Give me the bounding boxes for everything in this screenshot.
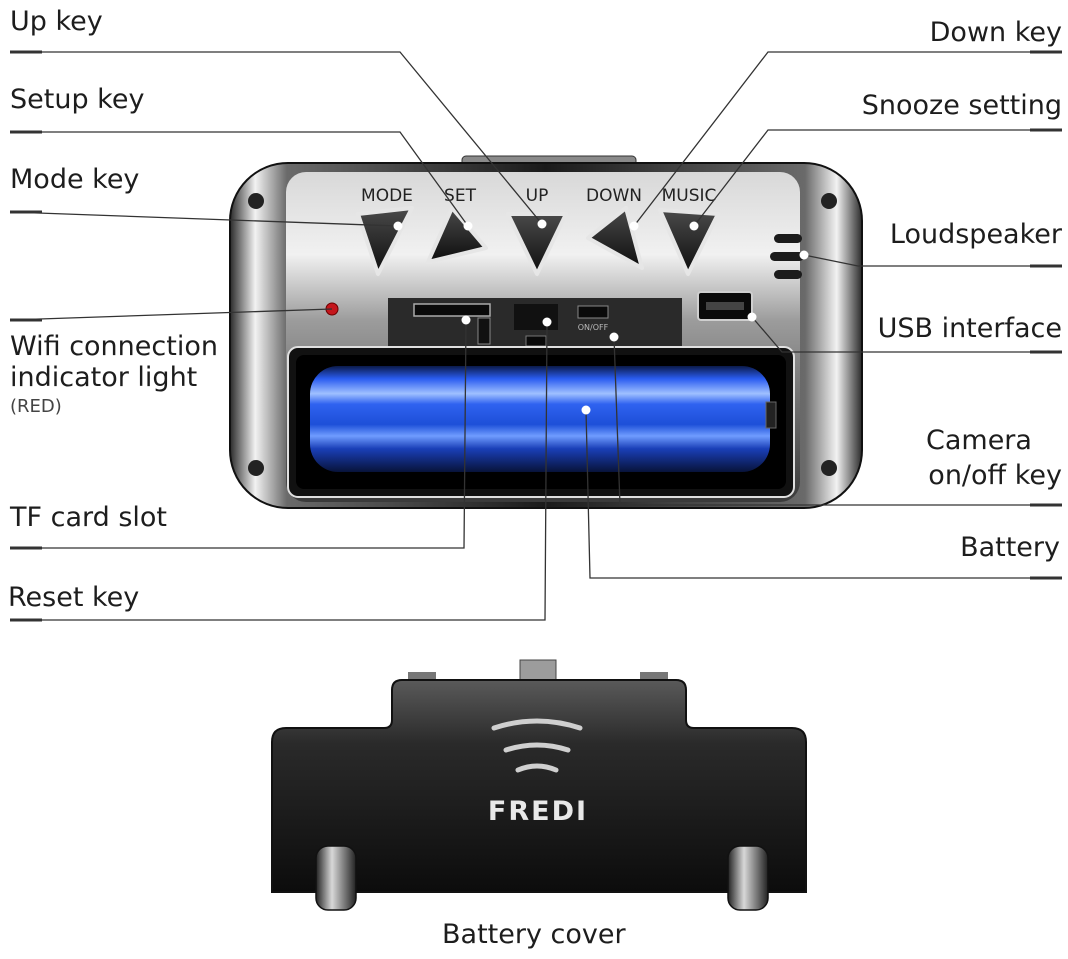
label-camera-key-line2: on/off key [928, 460, 1062, 491]
label-wifi-light-note: (RED) [10, 396, 62, 417]
callout-dots [393, 219, 809, 415]
label-usb-interface: USB interface [877, 313, 1062, 344]
callout-lines [9, 51, 1062, 621]
leader-reset-key [10, 321, 548, 621]
leader-down-key [633, 51, 1062, 227]
brand-logo: FREDI [488, 796, 588, 827]
label-battery: Battery [960, 532, 1060, 563]
label-up-key: Up key [10, 6, 103, 37]
up-key-button[interactable] [506, 212, 568, 276]
key-label: MODE [361, 186, 413, 206]
leader-setup-key [10, 131, 469, 227]
leader-battery [585, 409, 1062, 579]
music-key-button[interactable] [658, 208, 720, 276]
label-tf-card-slot: TF card slot [10, 502, 168, 533]
switch-label: ON/OFF [578, 323, 609, 332]
speaker-grille-icon [770, 234, 804, 279]
leader-usb [751, 316, 1062, 353]
down-key-button[interactable] [586, 206, 644, 270]
label-down-key: Down key [929, 17, 1062, 48]
leader-camera-key [613, 336, 1062, 506]
callout-ticks [10, 50, 1062, 622]
wave-icon [491, 718, 583, 731]
wave-icon [515, 763, 559, 773]
label-wifi-light-line2: indicator light [10, 362, 198, 393]
label-mode-key: Mode key [10, 164, 140, 195]
leader-snooze [693, 129, 1062, 227]
battery-cell-icon [310, 366, 770, 472]
leader-wifi-light [9, 308, 333, 321]
battery-cover: FREDI [271, 659, 807, 911]
leader-mode-key [9, 211, 399, 227]
port-strip: ON/OFF [388, 291, 753, 352]
label-camera-key-line1: Camera [926, 425, 1032, 456]
key-label: UP [526, 186, 549, 206]
label-snooze-setting: Snooze setting [861, 90, 1062, 121]
battery-compartment [287, 346, 795, 498]
label-loudspeaker: Loudspeaker [889, 219, 1062, 250]
label-reset-key: Reset key [8, 582, 140, 613]
label-wifi-light-line1: Wifi connection [10, 331, 218, 362]
leader-tf-card [10, 319, 467, 549]
leader-up-key [10, 51, 543, 225]
label-battery-cover: Battery cover [442, 919, 626, 950]
leader-loudspeaker [803, 254, 1062, 267]
key-label: DOWN [586, 186, 642, 206]
key-label: MUSIC [662, 186, 717, 206]
key-label: SET [444, 186, 477, 206]
label-setup-key: Setup key [10, 84, 145, 115]
wave-icon [503, 742, 571, 753]
